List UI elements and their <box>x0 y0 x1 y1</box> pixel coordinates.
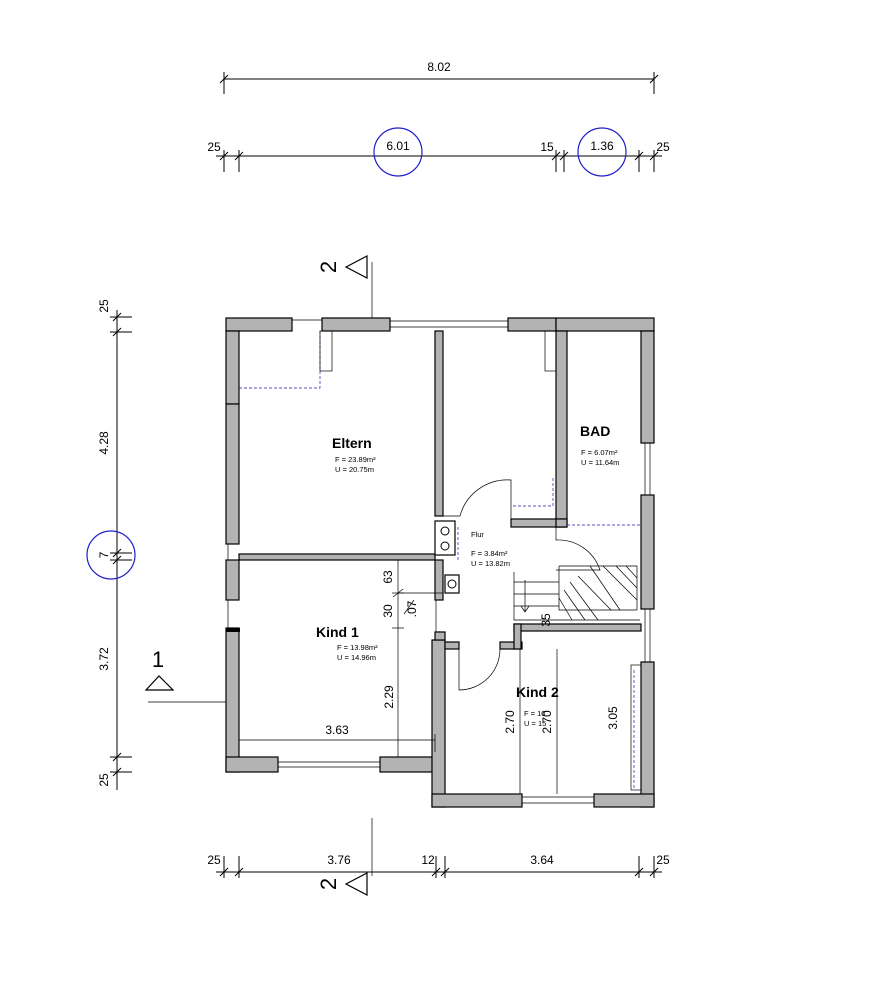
dim-30: 30 <box>381 604 395 618</box>
room-name: Kind 1 <box>316 624 359 640</box>
dim-left-bottom-wall: 25 <box>97 773 111 787</box>
bottom-dimension-chain: 25 3.76 12 3.64 25 <box>207 853 670 878</box>
doors <box>435 479 601 691</box>
section-label-bottom: 2 <box>316 878 341 890</box>
section-label-left: 1 <box>152 647 164 672</box>
section-label-top: 2 <box>316 261 341 273</box>
room-area: F = 6.07m² <box>581 448 618 457</box>
dim-kind1-depth: 2.29 <box>382 685 396 709</box>
section-marker-bottom: 2 <box>316 818 373 896</box>
dim-bottom-inner-wall: 12 <box>421 853 435 867</box>
dim-kind2-depth: 3.05 <box>606 706 620 730</box>
dim-left-inner-wall: 7 <box>97 551 111 558</box>
dim-left-top-wall: 25 <box>97 299 111 313</box>
room-name: Kind 2 <box>516 684 559 700</box>
room-name: Flur <box>471 530 484 539</box>
dim-63: 63 <box>381 570 395 584</box>
room-area: F = 23.89m² <box>335 455 376 464</box>
room-area: F = 13.98m² <box>337 643 378 652</box>
room-name: BAD <box>580 423 610 439</box>
dim-top-main: 6.01 <box>386 139 410 153</box>
section-marker-top: 2 <box>316 255 373 318</box>
room-perimeter: U = 13.82m <box>471 559 510 568</box>
dim-top-overall: 8.02 <box>427 60 451 74</box>
dim-top-right-wall: 25 <box>656 140 670 154</box>
dim-07: .07 <box>405 600 419 617</box>
staircase <box>513 565 640 621</box>
room-name: Eltern <box>332 435 372 451</box>
room-bad: BAD F = 6.07m² U = 11.64m <box>580 423 619 467</box>
dim-top-bad: 1.36 <box>590 139 614 153</box>
dim-bubble <box>577 127 627 177</box>
dim-bottom-left-wall: 25 <box>207 853 221 867</box>
section-marker-left: 1 <box>144 647 226 703</box>
dashed-references <box>239 330 642 791</box>
dim-bottom-kind2: 3.64 <box>530 853 554 867</box>
room-kind2: Kind 2 F = 10 U = 15 <box>516 684 559 728</box>
room-perimeter: U = 15 <box>524 719 546 728</box>
top-dimension-chain: 25 6.01 15 1.36 25 <box>207 127 670 177</box>
exterior-walls <box>225 317 655 808</box>
room-perimeter: U = 20.75m <box>335 465 374 474</box>
dim-kind1-width: 3.63 <box>325 723 349 737</box>
dim-left-eltern: 4.28 <box>97 431 111 455</box>
dim-left-kind1: 3.72 <box>97 647 111 671</box>
interior-dimensions: 3.63 2.29 63 30 .07 35 2.70 2.70 3.05 <box>238 560 620 794</box>
room-perimeter: U = 14.96m <box>337 653 376 662</box>
room-flur: Flur F = 3.84m² U = 13.82m <box>471 530 510 568</box>
dim-bubble <box>373 127 423 177</box>
dim-top-left-wall: 25 <box>207 140 221 154</box>
dim-bottom-right-wall: 25 <box>656 853 670 867</box>
interior-walls <box>238 330 642 650</box>
room-perimeter: U = 11.64m <box>581 458 619 467</box>
dim-kind2-b: 2.70 <box>540 710 554 734</box>
dim-kind2-a: 2.70 <box>503 710 517 734</box>
dim-top-inner-wall: 15 <box>540 140 554 154</box>
room-kind1: Kind 1 F = 13.98m² U = 14.96m <box>316 624 378 662</box>
room-area: F = 10 <box>524 709 545 718</box>
top-dimension-overall: 8.02 <box>219 60 659 94</box>
dim-stair-35: 35 <box>539 613 553 627</box>
dim-bubble <box>86 530 136 580</box>
left-dimension-chain: 25 4.28 7 3.72 25 <box>86 299 136 790</box>
dim-bottom-kind1: 3.76 <box>327 853 351 867</box>
room-eltern: Eltern F = 23.89m² U = 20.75m <box>332 435 376 474</box>
room-area: F = 3.84m² <box>471 549 508 558</box>
